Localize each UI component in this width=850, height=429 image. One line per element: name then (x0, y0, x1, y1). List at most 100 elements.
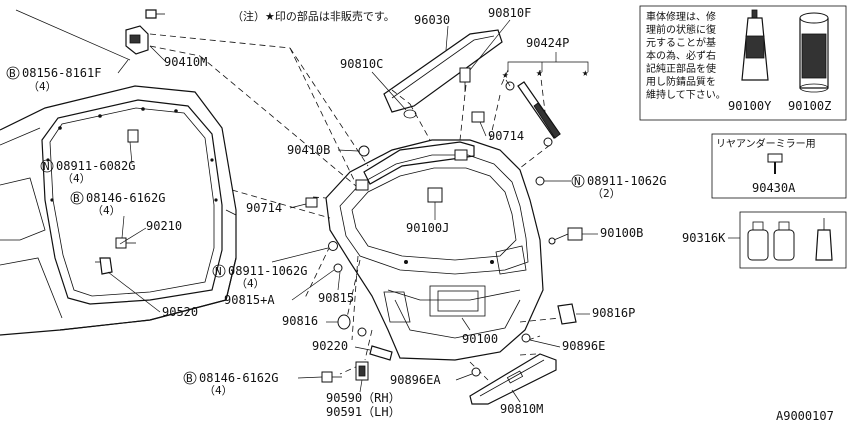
part-90810m: 90810M (500, 402, 543, 416)
nut-n-letter-2: N (574, 175, 581, 188)
part-90520: 90520 (162, 305, 198, 319)
repair-line-1: 車体修理は、修 (646, 10, 716, 23)
part-90815a: 90815+A (224, 293, 275, 307)
part-90410b: 90410B (287, 143, 330, 157)
bolt-b-letter-2: B (73, 192, 80, 205)
bolt-icon-2 (321, 371, 342, 383)
hinge-assembly-icon (125, 9, 165, 55)
sealant-tube-icon (741, 9, 769, 81)
part-90100y: 90100Y (728, 99, 772, 113)
part-90714-b: 90714 (246, 201, 282, 215)
applicator-bottle-icon (815, 218, 833, 261)
part-90896ea: 90896EA (390, 373, 441, 387)
under-mirror-title: リヤアンダーミラー用 (716, 137, 816, 150)
nut-n-symbol (40, 159, 54, 173)
part-90430a: 90430A (752, 181, 796, 195)
paint-bottle-icon-2 (773, 221, 795, 261)
hinge-bracket-icon (127, 129, 139, 143)
part-08156-qty: （4） (28, 80, 57, 93)
non-sale-note: （注）★印の部品は非販売です。 (232, 9, 395, 23)
license-garnish-icon (469, 353, 557, 405)
tailgate-drawing (325, 139, 544, 361)
repair-notice-box (639, 5, 847, 121)
repair-line-4: 本の為、必ず右 (646, 49, 716, 62)
repair-notice-text: 車体修理は、修 理前の状態に復 元することが基 本の為、必ず右 記純正部品を使 … (646, 10, 726, 101)
bolt-icon (115, 237, 136, 249)
grommet-icon (403, 109, 417, 119)
part-08156-8161f: 08156-8161F (22, 66, 101, 80)
star-mark-3: ★ (582, 66, 589, 79)
star-mark-1: ★ (502, 68, 509, 81)
part-90220: 90220 (312, 339, 348, 353)
part-96030: 96030 (414, 13, 450, 27)
car-body-drawing (0, 85, 237, 336)
part-90410m: 90410M (164, 55, 207, 69)
part-08911-1062g-b-qty: （4） (236, 277, 265, 290)
part-90714-a: 90714 (488, 129, 524, 143)
gas-strut-icon (505, 81, 561, 147)
bumper-stop-icon (358, 145, 370, 157)
repair-line-5: 記純正部品を使 (646, 62, 716, 75)
part-08911-1062g-a: 08911-1062G (587, 174, 666, 188)
part-90896e: 90896E (562, 339, 605, 353)
part-08146-6162g-a-qty: （4） (92, 204, 121, 217)
repair-line-7: 維持して下さい。 (646, 88, 726, 101)
touch-up-kit-box (739, 211, 847, 269)
part-90816: 90816 (282, 314, 318, 328)
bolt-b-symbol-3 (183, 371, 197, 385)
star-mark-2: ★ (536, 66, 543, 79)
repair-line-6: 用し防錆品質を (646, 75, 716, 88)
nut-n-symbol-3 (212, 264, 226, 278)
gate-latch-icon (548, 227, 583, 245)
nut-n-letter-3: N (215, 265, 222, 278)
screw-icon (767, 153, 783, 174)
lock-cylinder-icon (355, 361, 369, 381)
bolt-b-symbol (6, 66, 20, 80)
clip-icon-3 (521, 333, 531, 343)
part-08911-1062g-b: 08911-1062G (228, 264, 307, 278)
nut-n-symbol-2 (571, 174, 585, 188)
part-08911-1062g-a-qty: （2） (592, 187, 621, 200)
nut-icon-2 (328, 241, 338, 251)
clip-icon (471, 111, 485, 123)
part-90100j: 90100J (406, 221, 449, 235)
part-90424p: 90424P (526, 36, 569, 50)
part-90590-rh: 90590（RH） (326, 391, 401, 405)
clip-icon-4 (471, 367, 481, 377)
spray-can-icon (799, 12, 829, 93)
part-90210: 90210 (146, 219, 182, 233)
plug-icon (357, 327, 367, 337)
bolt-b-letter: B (9, 67, 16, 80)
diagram-code: A9000107 (776, 409, 834, 423)
part-90100z: 90100Z (788, 99, 831, 113)
under-mirror-box (711, 133, 847, 199)
part-90810f: 90810F (488, 6, 531, 20)
bracket-icon (557, 303, 577, 325)
part-90810c: 90810C (340, 57, 383, 71)
bolt-b-letter-3: B (186, 372, 193, 385)
part-90816p: 90816P (592, 306, 635, 320)
nut-icon (535, 176, 545, 186)
grommet-icon-2 (333, 263, 343, 273)
part-90316k: 90316K (682, 231, 726, 245)
part-90100b: 90100B (600, 226, 643, 240)
repair-line-3: 元することが基 (646, 36, 716, 49)
paint-bottle-icon (747, 221, 769, 261)
latch-striker-icon (99, 257, 113, 275)
stop-lamp-icon (383, 29, 503, 113)
clip-icon-2 (305, 197, 318, 208)
handle-icon (369, 345, 393, 361)
repair-line-2: 理前の状態に復 (646, 23, 716, 36)
part-08911-6082g-qty: （4） (62, 172, 91, 185)
part-90815: 90815 (318, 291, 354, 305)
part-90100: 90100 (462, 332, 498, 346)
washer-nozzle-icon (459, 67, 471, 92)
part-90591-lh: 90591（LH） (326, 405, 401, 419)
nut-n-letter: N (43, 160, 50, 173)
cap-icon (337, 314, 351, 330)
part-08146-6162g-b: 08146-6162G (199, 371, 278, 385)
part-08146-6162g-a: 08146-6162G (86, 191, 165, 205)
part-08911-6082g: 08911-6082G (56, 159, 135, 173)
